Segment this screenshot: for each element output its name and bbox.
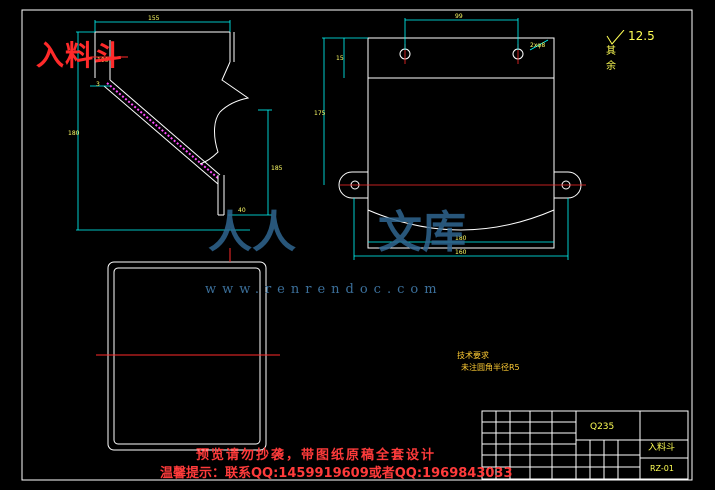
roughness-icon xyxy=(606,30,625,45)
dim-99: 99 xyxy=(455,13,463,20)
dim-40: 40 xyxy=(238,207,246,214)
dim-175: 175 xyxy=(314,110,326,117)
watermark-brand-1: 人人 xyxy=(208,207,296,258)
tech-heading: 技术要求 xyxy=(457,351,489,360)
dim-100: 100 xyxy=(97,57,109,64)
dim-185: 185 xyxy=(271,165,283,172)
watermark-url: www.renrendoc.com xyxy=(205,282,443,297)
dim-180-front: 180 xyxy=(455,235,467,242)
dim-160: 160 xyxy=(455,249,467,256)
watermark-brand-2: 文库 xyxy=(378,207,466,258)
dim-hole: 2xφ8 xyxy=(530,42,545,49)
side-section-view: 155 100 180 3 185 40 xyxy=(68,15,283,231)
dim-155: 155 xyxy=(148,15,160,22)
title-block xyxy=(481,410,689,480)
title-block-part-name: 入料斗 xyxy=(648,443,676,453)
technical-requirements: 技术要求 未注圆角半径R5 xyxy=(457,350,520,374)
drawing-title: 入料斗 xyxy=(36,39,124,72)
tech-line-1: 未注圆角半径R5 xyxy=(461,363,520,372)
front-view: 99 15 175 180 160 2xφ8 xyxy=(314,13,586,260)
title-block-drawing-no: RZ-01 xyxy=(650,464,674,473)
dim-3: 3 xyxy=(96,81,100,88)
dim-180: 180 xyxy=(68,130,80,137)
notice-line-2: 温馨提示：联系QQ:1459919609或者QQ:1969843033 xyxy=(160,466,513,481)
dim-15: 15 xyxy=(336,55,344,62)
roughness-value: 12.5 xyxy=(628,29,655,43)
top-view xyxy=(96,248,280,451)
drawing-frame xyxy=(21,9,693,481)
notice-line-1: 预览请勿抄袭，带图纸原稿全套设计 xyxy=(196,448,437,463)
roughness-rest-label: 其余 xyxy=(606,46,616,72)
title-block-material: Q235 xyxy=(590,422,615,432)
